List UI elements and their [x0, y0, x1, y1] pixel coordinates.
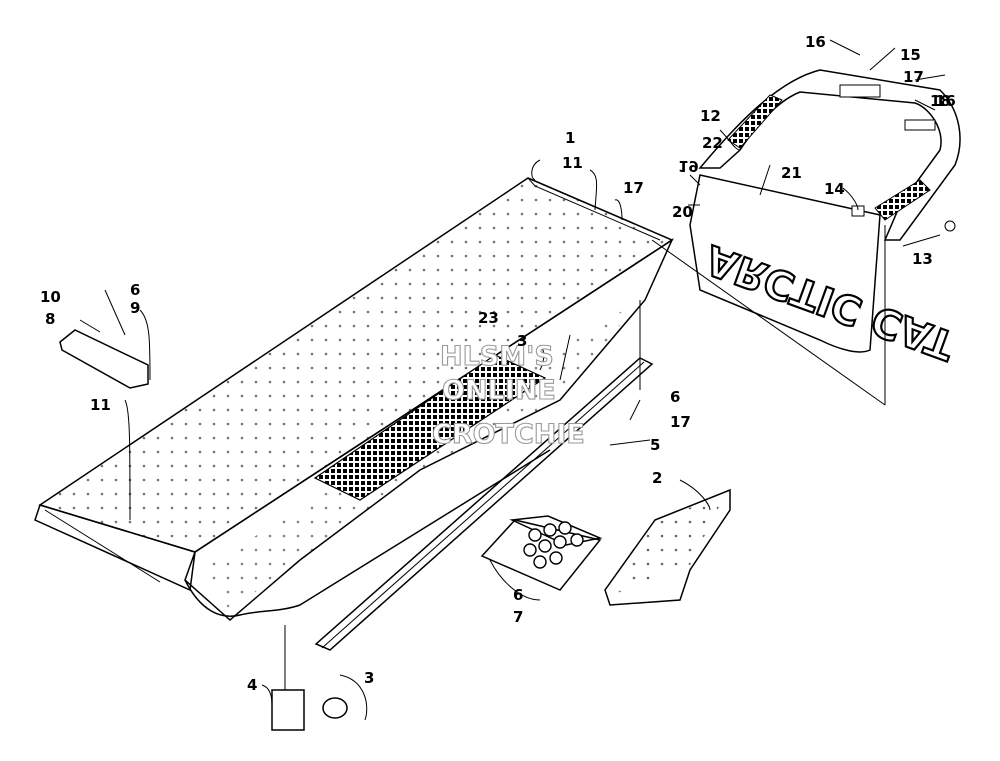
label-17b: 17 [670, 413, 691, 431]
label-20: 20 [672, 203, 693, 221]
left-bracket-part [59, 319, 149, 389]
label-8: 8 [45, 310, 55, 328]
watermark-line-1: HLSM'S [440, 341, 554, 372]
label-7: 7 [513, 608, 523, 626]
label-6b: 6 [670, 388, 680, 406]
label-19: 19 [678, 157, 699, 175]
rail-part [314, 357, 654, 651]
label-4: 4 [247, 676, 257, 694]
label-2: 2 [652, 469, 662, 487]
leader-lines [104, 39, 946, 721]
watermark-line-3: CROTCHIE [432, 419, 585, 450]
label-10: 10 [40, 288, 61, 306]
label-6c: 6 [513, 586, 523, 604]
label-3b: 3 [364, 669, 374, 687]
label-16b: 16 [935, 92, 956, 110]
label-22: 22 [702, 134, 723, 152]
label-21: 21 [781, 164, 802, 182]
label-6a: 6 [130, 281, 140, 299]
label-23: 23 [478, 309, 499, 327]
bracket-part [604, 488, 731, 606]
label-16a: 16 [805, 33, 826, 51]
bottom-bracket-part [271, 689, 348, 731]
label-14: 14 [824, 180, 845, 198]
label-3a: 3 [517, 332, 527, 350]
label-13: 13 [912, 250, 933, 268]
label-17a: 17 [623, 179, 644, 197]
label-12: 12 [700, 107, 721, 125]
footrest-part [480, 515, 603, 591]
callout-labels: 1 2 3 3 4 5 6 6 6 7 8 9 10 11 11 12 13 1… [40, 33, 956, 694]
tunnel-part [34, 177, 674, 621]
label-1: 1 [565, 129, 575, 147]
label-11a: 11 [562, 154, 583, 172]
watermark-line-2: ONLINE [442, 375, 556, 406]
label-18: 18 [930, 92, 951, 110]
watermark: HLSM'S ONLINE CROTCHIE [431, 340, 585, 450]
label-9: 9 [130, 299, 140, 317]
vent-grille [313, 354, 547, 501]
label-5: 5 [650, 436, 660, 454]
label-17c: 17 [903, 68, 924, 86]
rear-bumper-part: ARCTIC CAT [689, 69, 963, 369]
label-15: 15 [900, 46, 921, 64]
label-11b: 11 [90, 396, 111, 414]
